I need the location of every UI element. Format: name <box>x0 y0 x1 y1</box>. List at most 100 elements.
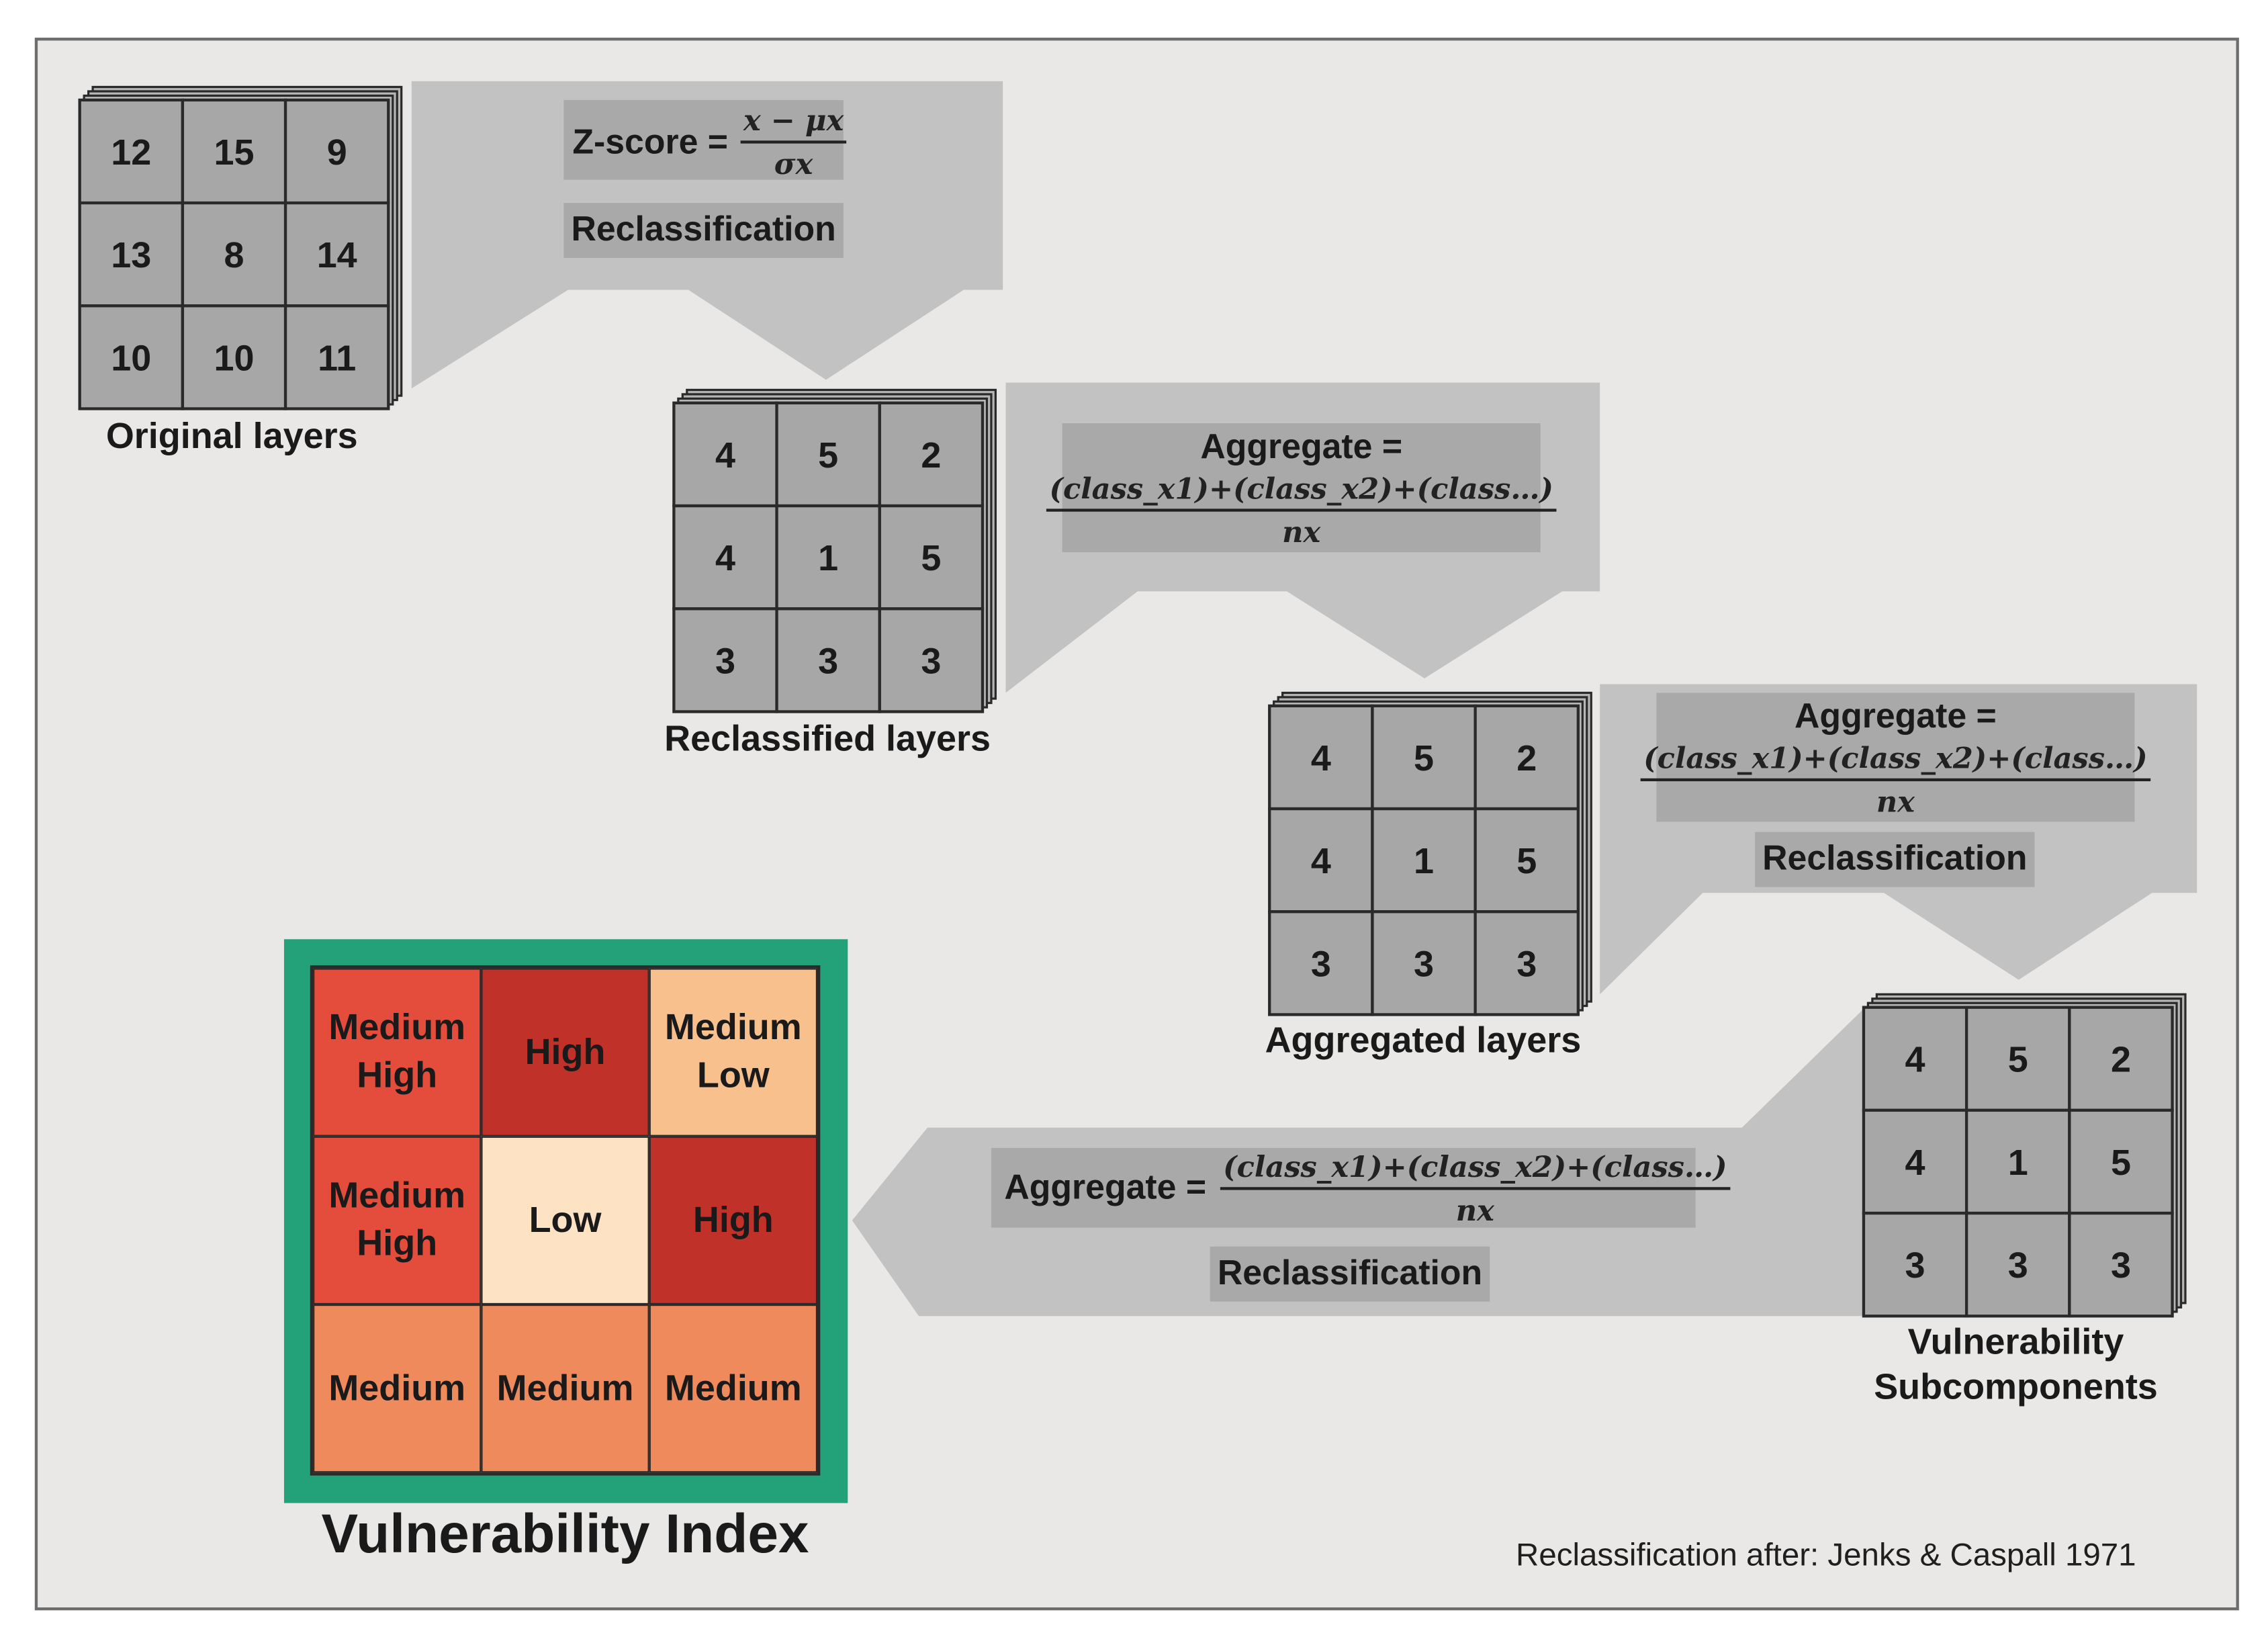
grid-4-cell <box>1862 1108 1968 1215</box>
vulnerability-class-line1: Medium <box>496 1367 634 1409</box>
reclassification-label-1: Reclassification <box>571 210 836 250</box>
grid-3-cell-value: 3 <box>1414 944 1434 984</box>
grid-1-cell-value: 13 <box>111 235 151 275</box>
vulnerability-class-line1: Medium <box>664 1367 802 1409</box>
reclassification-box-1: Reclassification <box>563 203 844 259</box>
grid-3-cell-value: 5 <box>1414 738 1434 779</box>
aggregate-denominator-1: nx <box>1282 515 1321 549</box>
reclassification-label-3: Reclassification <box>1217 1253 1483 1293</box>
grid-1-cell-value: 12 <box>111 132 151 173</box>
grid-4-cell-value: 5 <box>2008 1040 2028 1080</box>
caption-aggregated-layers: Aggregated layers <box>1265 1020 1582 1061</box>
aggregate-fraction-1: (class_x1)+(class_x2)+(class…) nx <box>1046 471 1557 549</box>
grid-2-cell-value: 5 <box>818 435 838 476</box>
grid-3-cell-value: 1 <box>1414 841 1434 881</box>
grid-4-cell <box>1964 1006 2071 1112</box>
grid-2-cell-value: 3 <box>715 641 735 681</box>
aggregate-formula-box-3: Aggregate = (class_x1)+(class_x2)+(class… <box>991 1147 1730 1228</box>
vulnerability-class-line1: High <box>692 1199 774 1240</box>
aggregate-fraction-3: (class_x1)+(class_x2)+(class…) nx <box>1220 1149 1730 1228</box>
vulnerability-class-line2: High <box>357 1055 438 1096</box>
caption-reclassified-layers: Reclassified layers <box>664 719 991 760</box>
aggregate-numerator-3: (class_x1)+(class_x2)+(class…) <box>1220 1149 1730 1190</box>
grid-2-cell <box>775 504 881 611</box>
grid-1-cell-value: 9 <box>327 132 347 173</box>
grid-4-cell <box>2068 1211 2174 1318</box>
vulnerability-index-cell-label: Medium <box>665 1365 802 1413</box>
zscore-formula-box: Z-score = x − μx σx <box>563 99 847 181</box>
grid-4-cell-value: 2 <box>2111 1040 2131 1080</box>
grid-4-cell-value: 3 <box>1905 1245 1925 1286</box>
reclassification-label-2: Reclassification <box>1762 839 2028 879</box>
grid-2-cell-value: 4 <box>715 435 735 476</box>
vulnerability-class-line1: Medium <box>328 1367 466 1409</box>
vulnerability-index-cell-label: Medium <box>328 1365 465 1413</box>
grid-3-cell <box>1371 910 1477 1016</box>
aggregate-numerator-1: (class_x1)+(class_x2)+(class…) <box>1046 471 1557 512</box>
grid-2-cell-value: 5 <box>921 538 941 578</box>
grid-2-cell <box>672 607 778 713</box>
aggregate-denominator-2: nx <box>1876 784 1915 819</box>
grid-2-cell <box>775 401 881 508</box>
grid-4-cell-value: 1 <box>2008 1143 2028 1183</box>
aggregate-label-3: Aggregate = <box>1004 1168 1207 1208</box>
grid-1-cell <box>78 304 185 410</box>
grid-1-cell <box>283 98 390 205</box>
vulnerability-class-line1: Low <box>529 1199 602 1240</box>
grid-1-cell-value: 11 <box>318 338 356 378</box>
grid-2-cell-value: 3 <box>921 641 941 681</box>
grid-2-cell-value: 2 <box>921 435 941 476</box>
grid-4-cell <box>1862 1006 1968 1112</box>
vulnerability-index-cell: High <box>649 1136 817 1305</box>
footnote: Reclassification after: Jenks & Caspall … <box>1516 1536 2136 1573</box>
vulnerability-index-cell: Medium <box>481 1304 649 1473</box>
grid-4-cell-value: 4 <box>1905 1143 1925 1183</box>
vulnerability-index-cell: Medium <box>313 1304 482 1473</box>
vulnerability-class-line2: Low <box>696 1055 770 1096</box>
vulnerability-index-cell-label: Medium <box>497 1365 634 1413</box>
vulnerability-class-line2: High <box>357 1223 438 1264</box>
aggregate-fraction-2: (class_x1)+(class_x2)+(class…) nx <box>1640 741 2150 819</box>
vulnerability-class-line1: High <box>525 1031 606 1072</box>
grid-1-cell <box>181 304 287 410</box>
grid-1-cell <box>78 98 185 205</box>
grid-3-cell-value: 5 <box>1516 841 1537 881</box>
grid-4-cell <box>1964 1211 2071 1318</box>
vulnerability-index-cell: High <box>481 968 649 1137</box>
caption-subcomponents-line1: Vulnerability <box>1907 1321 2124 1363</box>
grid-2-cell <box>878 401 985 508</box>
grid-4-cell <box>1964 1108 2071 1215</box>
vulnerability-index-cell: Low <box>481 1136 649 1305</box>
grid-1-cell <box>181 201 287 308</box>
aggregate-formula-box-2: Aggregate = (class_x1)+(class_x2)+(class… <box>1640 693 2150 822</box>
vulnerability-index-cell-label: Low <box>529 1196 602 1244</box>
grid-3-cell <box>1268 704 1374 811</box>
grid-2-cell-value: 4 <box>715 538 735 578</box>
grid-4-cell-value: 5 <box>2111 1143 2131 1183</box>
grid-4-cell-value: 3 <box>2008 1245 2028 1286</box>
grid-1-cell <box>181 98 287 205</box>
grid-2-cell <box>878 607 985 713</box>
zscore-label: Z-score = <box>572 123 729 163</box>
grid-4-cell-value: 4 <box>1905 1040 1925 1080</box>
grid-2-cell <box>775 607 881 713</box>
grid-1-cell-value: 10 <box>214 338 254 378</box>
grid-1-cell-value: 14 <box>317 235 357 275</box>
grid-1-cell <box>283 304 390 410</box>
zscore-denominator: σx <box>774 146 813 181</box>
reclassification-box-2: Reclassification <box>1755 832 2035 887</box>
caption-subcomponents-line2: Subcomponents <box>1874 1366 2158 1408</box>
reclassification-box-3: Reclassification <box>1210 1246 1490 1302</box>
vulnerability-class-line1: Medium <box>664 1007 802 1049</box>
grid-3-cell-value: 4 <box>1311 841 1331 881</box>
grid-2-cell <box>672 401 778 508</box>
aggregate-label-1: Aggregate = <box>1200 427 1403 467</box>
